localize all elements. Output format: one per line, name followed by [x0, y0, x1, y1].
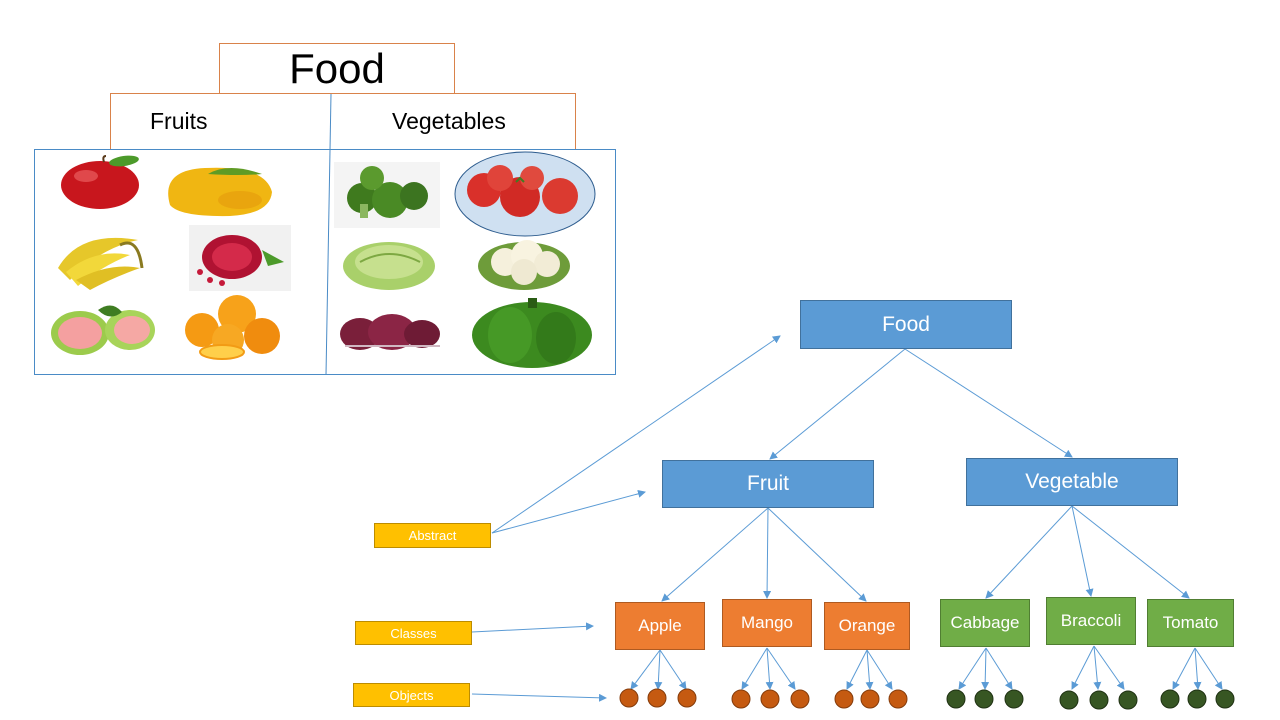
braccoli-object [1059, 690, 1079, 710]
cabbage-object [1004, 689, 1024, 709]
food-title-box: Food [219, 43, 455, 94]
apple-object [647, 688, 667, 708]
fruit-node-label: Fruit [747, 472, 789, 495]
mango-class-label: Mango [741, 613, 793, 632]
cabbage-object [946, 689, 966, 709]
tomato-object [1187, 689, 1207, 709]
apple-class-label: Apple [638, 616, 682, 635]
bell-pepper-image [472, 298, 592, 368]
orange-object [860, 689, 880, 709]
objects-tag: Objects [353, 683, 470, 707]
column-divider [325, 93, 332, 376]
braccoli-class-node: Braccoli [1046, 597, 1136, 645]
abstract-tag-label: Abstract [408, 528, 457, 543]
tomato-class-label: Tomato [1162, 613, 1219, 632]
arrow-classes [471, 622, 594, 633]
broccoli-image [334, 162, 440, 228]
classes-tag: Classes [355, 621, 472, 645]
onions-image [340, 314, 440, 350]
food-node-label: Food [882, 312, 930, 336]
braccoli-class-label: Braccoli [1060, 611, 1122, 630]
vegetable-node-label: Vegetable [1025, 470, 1119, 493]
arrow-vegetable-braccoli [1071, 505, 1094, 597]
tomato-class-node: Tomato [1147, 599, 1234, 647]
cabbage-class-node: Cabbage [940, 599, 1030, 647]
oranges-image [185, 295, 280, 360]
arrow-objects [471, 693, 607, 702]
orange-object [888, 689, 908, 709]
food-image-grid [34, 149, 616, 375]
apple-image [61, 155, 139, 209]
objects-tag-label: Objects [389, 687, 434, 703]
cauliflower-image [478, 240, 570, 290]
apple-object [619, 688, 639, 708]
apple-object [677, 688, 697, 708]
mango-image [168, 167, 272, 217]
classes-tag-label: Classes [390, 625, 437, 641]
arrow-fruit-mango [763, 507, 772, 599]
arrow-vegetable-tomato [1071, 505, 1190, 599]
abstract-tag: Abstract [374, 523, 491, 548]
tomato-object [1160, 689, 1180, 709]
arrow-abstract-food [491, 335, 781, 534]
cabbage-image [343, 242, 435, 290]
braccoli-object [1118, 690, 1138, 710]
fruits-column-label: Fruits [150, 108, 208, 134]
arrow-abstract-fruit [491, 489, 646, 534]
food-images-layer [51, 93, 596, 376]
food-node: Food [800, 300, 1012, 349]
bananas-image [58, 237, 144, 290]
braccoli-object [1089, 690, 1109, 710]
arrow-fruit-orange [767, 507, 867, 602]
tomato-object [1215, 689, 1235, 709]
arrow-fruit-apple [661, 507, 769, 602]
mango-object [790, 689, 810, 709]
cabbage-class-label: Cabbage [950, 613, 1020, 632]
arrow-vegetable-cabbage [985, 505, 1073, 599]
guava-image [51, 305, 155, 355]
pomegranate-image [189, 225, 291, 291]
tomatoes-image [454, 151, 596, 237]
orange-class-label: Orange [838, 616, 896, 635]
fruit-node: Fruit [662, 460, 874, 508]
food-title: Food [289, 44, 385, 92]
mango-class-node: Mango [722, 599, 812, 647]
cabbage-object [974, 689, 994, 709]
apple-class-node: Apple [615, 602, 705, 650]
orange-class-node: Orange [824, 602, 910, 650]
vegetables-column-label: Vegetables [392, 108, 506, 134]
vegetable-node: Vegetable [966, 458, 1178, 506]
arrow-food-fruit [769, 348, 906, 460]
mango-object [731, 689, 751, 709]
orange-object [834, 689, 854, 709]
mango-object [760, 689, 780, 709]
arrow-food-vegetable [904, 348, 1073, 458]
